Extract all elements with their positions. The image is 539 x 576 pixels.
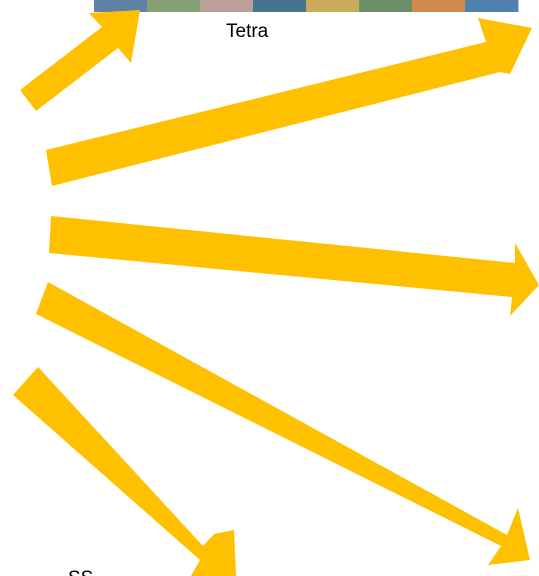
photo-strip-patch [253,0,307,12]
partial-bottom-text: SS [68,568,93,576]
photo-strip-patch [147,0,201,12]
arrow-middle-right [49,216,539,316]
photo-strip-patch [306,0,360,12]
image-label: Tetra [226,21,269,42]
photo-strip-patch [94,0,148,12]
arrow-upper-right [46,18,532,186]
arrow-to-photo [20,10,140,111]
photo-strip-patch [359,0,413,12]
photo-strip [94,0,519,12]
arrow-bottom [13,367,236,576]
arrow-lower-right [36,282,530,565]
photo-strip-patch [465,0,519,12]
photo-strip-patches [94,0,519,12]
photo-strip-patch [412,0,466,12]
photo-strip-patch [200,0,254,12]
arrow-group [13,10,539,576]
